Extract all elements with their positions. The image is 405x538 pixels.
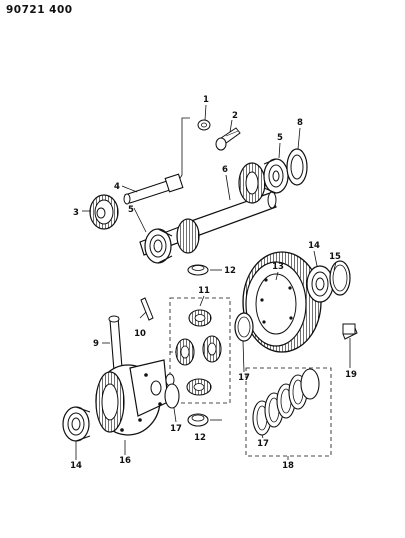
callout-14-lower: 14 bbox=[70, 461, 82, 471]
pinion-gear-set bbox=[169, 297, 231, 404]
tapered-bearing-part bbox=[144, 228, 173, 264]
callout-9: 9 bbox=[93, 339, 99, 349]
side-bearing-part bbox=[306, 265, 334, 303]
callout-1: 1 bbox=[203, 95, 209, 105]
callout-16: 16 bbox=[119, 456, 131, 466]
ring-gear-bolt-part bbox=[342, 323, 358, 340]
bearing-race-part bbox=[286, 148, 308, 186]
ring-gear-part bbox=[242, 251, 322, 353]
shim-stack-part bbox=[245, 367, 332, 457]
callout-4: 4 bbox=[114, 182, 120, 192]
callout-14-upper: 14 bbox=[308, 241, 320, 251]
tapered-bearing-part bbox=[263, 158, 289, 194]
drive-gear-part bbox=[89, 194, 119, 230]
lock-pin-part bbox=[140, 297, 154, 321]
callout-8: 8 bbox=[297, 118, 303, 128]
spacer-part bbox=[187, 264, 209, 276]
pinion-shaft-part bbox=[108, 315, 123, 372]
callout-2: 2 bbox=[232, 111, 238, 121]
callout-13: 13 bbox=[272, 262, 284, 272]
callout-15: 15 bbox=[329, 252, 341, 262]
callout-12-lower: 12 bbox=[194, 433, 206, 443]
callout-3: 3 bbox=[73, 208, 79, 218]
callout-18: 18 bbox=[282, 461, 294, 471]
side-bearing-part bbox=[62, 406, 91, 442]
shim-part bbox=[234, 312, 254, 342]
callout-19: 19 bbox=[345, 370, 357, 380]
callout-11: 11 bbox=[198, 286, 210, 296]
snap-ring-part bbox=[329, 260, 351, 296]
leader-lines bbox=[75, 104, 351, 460]
callout-17-right: 17 bbox=[257, 439, 269, 449]
spacer-part bbox=[187, 413, 209, 427]
callout-12-upper: 12 bbox=[224, 266, 236, 276]
callout-5-lower: 5 bbox=[128, 205, 134, 215]
shim-part bbox=[164, 383, 180, 409]
differential-case-part bbox=[95, 359, 175, 436]
callout-5-upper: 5 bbox=[277, 133, 283, 143]
callout-6: 6 bbox=[222, 165, 228, 175]
callout-labels: 1 2 3 4 5 5 6 8 9 10 11 12 12 13 14 14 1… bbox=[70, 95, 357, 471]
callout-17-mid: 17 bbox=[238, 373, 250, 383]
callout-17-left: 17 bbox=[170, 424, 182, 434]
document-number: 90721 400 bbox=[6, 4, 73, 16]
washer-part bbox=[197, 119, 211, 131]
flange-bolt-part bbox=[215, 127, 241, 151]
retainer-bolt-part bbox=[123, 173, 184, 205]
callout-10: 10 bbox=[134, 329, 146, 339]
